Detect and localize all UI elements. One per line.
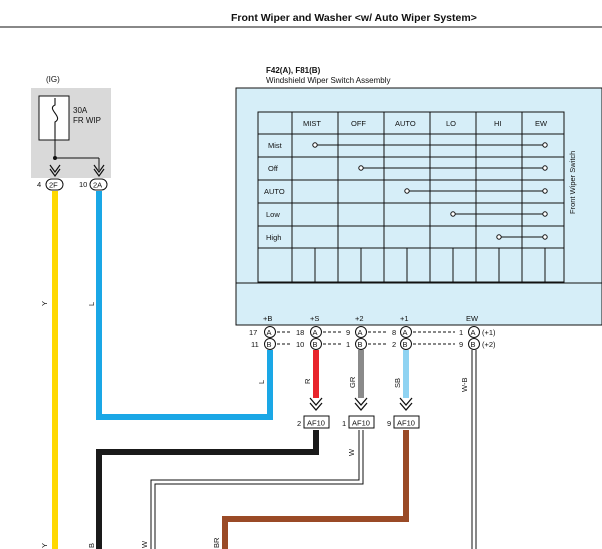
- continuity-row-mist: [312, 142, 548, 148]
- af10-1-box: [303, 415, 330, 429]
- terminal-label-1: +1: [400, 314, 409, 323]
- row-label-low: Low: [266, 210, 280, 219]
- pin-a-b-num: 17: [249, 328, 257, 337]
- pin-a-2-num: 9: [346, 328, 350, 337]
- af10-1-name: AF10: [307, 419, 325, 428]
- pin-a-ew-num: 1: [459, 328, 463, 337]
- pin-row-a: 17 A 18 A 9 A 8 A 1 A (+1): [249, 326, 496, 338]
- switch-side-label: Front Wiper Switch: [568, 151, 577, 214]
- continuity-row-high: [496, 234, 548, 240]
- wire-label-bottom-y: Y: [40, 543, 49, 548]
- fuse-element: [38, 95, 70, 141]
- wire-brown: [222, 430, 409, 549]
- pin-b-ew-num: 9: [459, 340, 463, 349]
- fuse-supply-label: (IG): [46, 75, 60, 84]
- col-header-auto: AUTO: [395, 119, 416, 128]
- af10-2-num: 1: [342, 419, 346, 428]
- wire-blue: [96, 191, 273, 420]
- pin-b-s-num: 10: [296, 340, 304, 349]
- af10-2-box: [348, 415, 375, 429]
- row-label-auto: AUTO: [264, 187, 285, 196]
- terminal-label-b: +B: [263, 314, 272, 323]
- col-header-ew: EW: [535, 119, 548, 128]
- switch-table: [257, 111, 565, 283]
- wire-label-l: L: [257, 380, 266, 384]
- pin-b-2-num: 1: [346, 340, 350, 349]
- wire-label-r: R: [303, 378, 312, 384]
- col-header-lo: LO: [446, 119, 456, 128]
- fuse-pin-conn-1: [45, 178, 64, 191]
- pin-row-b: 11 B 10 B 1 B 2 B 9 B (+2): [251, 338, 496, 350]
- fuse-junction: [53, 156, 57, 160]
- row-label-high: High: [266, 233, 281, 242]
- wire-black: [96, 430, 319, 549]
- pin-a-b-conn: A: [267, 328, 272, 337]
- pin-a-suffix: (+1): [482, 328, 496, 337]
- af10-1-num: 2: [297, 419, 301, 428]
- wire-label-gr: GR: [348, 376, 357, 388]
- wire-label-w: W: [347, 448, 356, 456]
- col-header-hi: HI: [494, 119, 502, 128]
- pin-a-ew-conn: A: [471, 328, 476, 337]
- af10-3-name: AF10: [397, 419, 415, 428]
- continuity-row-auto: [404, 188, 548, 194]
- fuse-pin-conn-2-label: 2A: [93, 181, 102, 190]
- wire-label-wb: W-B: [460, 378, 469, 392]
- fuse-rating: 30A: [73, 106, 88, 115]
- af10-2-name: AF10: [352, 419, 370, 428]
- fuse-icon: [51, 98, 59, 138]
- af10-3-num: 9: [387, 419, 391, 428]
- switch-name: Windshield Wiper Switch Assembly: [266, 76, 390, 85]
- wire-label-bottom-w: W: [140, 540, 149, 548]
- fuse-pin-conn-2: [89, 178, 108, 191]
- col-header-off: OFF: [351, 119, 366, 128]
- switch-table-grid: [258, 112, 564, 282]
- pin-b-2-conn: B: [358, 340, 363, 349]
- pin-b-1-conn: B: [403, 340, 408, 349]
- pin-a-1-num: 8: [392, 328, 396, 337]
- pin-a-s-num: 18: [296, 328, 304, 337]
- wire-label-left-l: L: [87, 302, 96, 306]
- continuity-row-off: [358, 165, 548, 171]
- diagram-title: Front Wiper and Washer <w/ Auto Wiper Sy…: [231, 12, 477, 24]
- pin-b-1-num: 2: [392, 340, 396, 349]
- pin-a-2-conn: A: [358, 328, 363, 337]
- pin-a-s-conn: A: [313, 328, 318, 337]
- pin-b-suffix: (+2): [482, 340, 496, 349]
- wire-label-sb: SB: [393, 378, 402, 388]
- terminal-label-ew: EW: [466, 314, 479, 323]
- fuse-pin-conn-1-label: 2F: [49, 181, 58, 190]
- fuse-pin-num-1: 4: [37, 180, 41, 189]
- terminal-label-s: +S: [310, 314, 319, 323]
- fuse-name: FR WIP: [73, 116, 101, 125]
- wire-label-bottom-b: B: [87, 543, 96, 548]
- af10-arrow-3: [399, 397, 413, 411]
- pin-b-b-num: 11: [251, 340, 259, 349]
- switch-code: F42(A), F81(B): [266, 66, 321, 75]
- pin-b-s-conn: B: [313, 340, 318, 349]
- wire-label-bottom-br: BR: [212, 537, 221, 548]
- wire-white: [150, 430, 364, 549]
- wire-label-left-y: Y: [40, 301, 49, 306]
- fuse-pin-num-2: 10: [79, 180, 87, 189]
- wire-white-black: [471, 350, 477, 549]
- pin-b-b-conn: B: [267, 340, 272, 349]
- continuity-row-low: [450, 211, 548, 217]
- switch-body: [235, 87, 602, 326]
- af10-arrow-1: [309, 397, 323, 411]
- af10-3-box: [393, 415, 420, 429]
- col-header-mist: MIST: [303, 119, 321, 128]
- pin-b-ew-conn: B: [471, 340, 476, 349]
- row-label-off: Off: [268, 164, 279, 173]
- row-label-mist: Mist: [268, 141, 283, 150]
- terminal-label-2: +2: [355, 314, 364, 323]
- fuse-pin-arrow-2: [93, 164, 105, 178]
- af10-arrow-2: [354, 397, 368, 411]
- pin-a-1-conn: A: [403, 328, 408, 337]
- fuse-pin-arrow-1: [49, 164, 61, 178]
- wire-yellow: [52, 191, 58, 549]
